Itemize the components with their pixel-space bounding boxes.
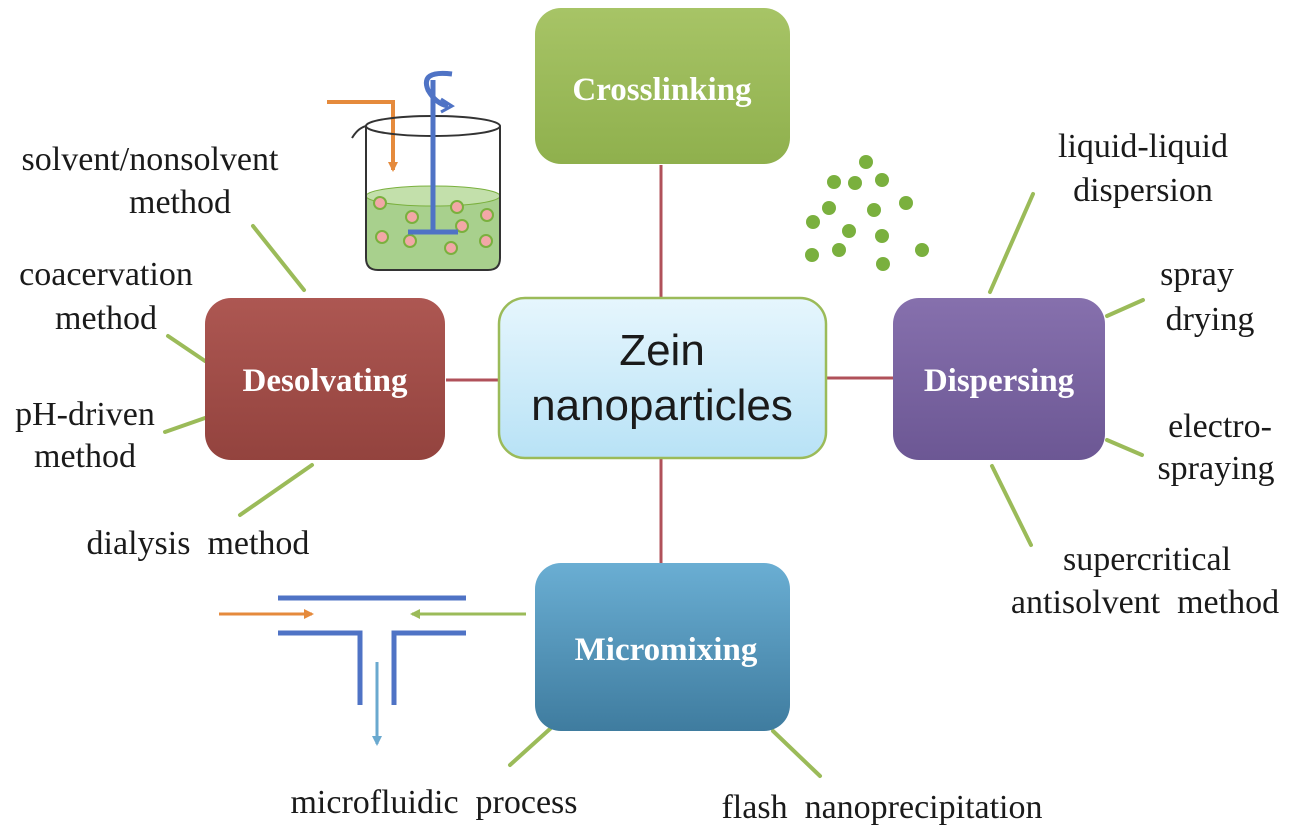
branch-lines	[163, 192, 1145, 778]
method-solvent-line2: method	[129, 184, 231, 221]
desolvating-methods: solvent/nonsolvent method coacervation m…	[15, 141, 309, 562]
method-liquid-line1: liquid-liquid	[1058, 128, 1228, 165]
branch-ph	[163, 416, 207, 434]
branch-coacervation	[166, 334, 207, 363]
method-electro-line1: electro-	[1168, 408, 1272, 445]
method-supercritical-line2: antisolvent method	[1011, 584, 1279, 621]
desolvating-node: Desolvating	[205, 298, 445, 460]
method-flash: flash nanoprecipitation	[721, 789, 1042, 826]
center-connectors	[446, 165, 893, 563]
dispersing-label: Dispersing	[924, 363, 1075, 399]
branch-flash	[771, 729, 822, 778]
beaker-with-stirrer-icon	[327, 70, 501, 271]
branch-dialysis	[238, 463, 314, 517]
method-electro-line2: spraying	[1157, 450, 1274, 487]
method-spray-line1: spray	[1160, 256, 1234, 293]
crosslinking-label: Crosslinking	[572, 72, 752, 108]
center-node: Zein nanoparticles	[497, 296, 828, 460]
micromixing-label: Micromixing	[575, 632, 758, 668]
branch-microfluidic	[508, 726, 553, 767]
particles-icon	[805, 155, 929, 271]
center-title-line2: nanoparticles	[531, 381, 793, 430]
method-solvent-line1: solvent/nonsolvent	[22, 141, 279, 178]
dispersing-methods: liquid-liquid dispersion spray drying el…	[1011, 128, 1279, 621]
t-junction-microchannel-icon	[219, 595, 526, 746]
dispersing-node: Dispersing	[893, 298, 1105, 460]
crosslinking-node: Crosslinking	[535, 8, 790, 164]
method-dialysis: dialysis method	[87, 525, 310, 562]
branch-liquid	[988, 192, 1035, 294]
micromixing-node: Micromixing	[535, 563, 790, 731]
branch-supercritical	[990, 464, 1033, 547]
method-supercritical-line1: supercritical	[1063, 541, 1231, 578]
method-coacervation-line2: method	[55, 300, 157, 337]
micromixing-methods: microfluidic process flash nanoprecipita…	[290, 784, 1042, 826]
branch-solvent	[251, 224, 306, 292]
center-title-line1: Zein	[619, 326, 705, 375]
method-spray-line2: drying	[1166, 301, 1255, 338]
method-liquid-line2: dispersion	[1073, 172, 1213, 209]
desolvating-label: Desolvating	[243, 363, 409, 399]
method-ph-line1: pH-driven	[15, 396, 155, 433]
branch-spray	[1105, 298, 1145, 318]
method-ph-line2: method	[34, 438, 136, 475]
method-coacervation-line1: coacervation	[19, 256, 193, 293]
branch-electro	[1105, 438, 1144, 457]
method-microfluidic: microfluidic process	[290, 784, 577, 821]
